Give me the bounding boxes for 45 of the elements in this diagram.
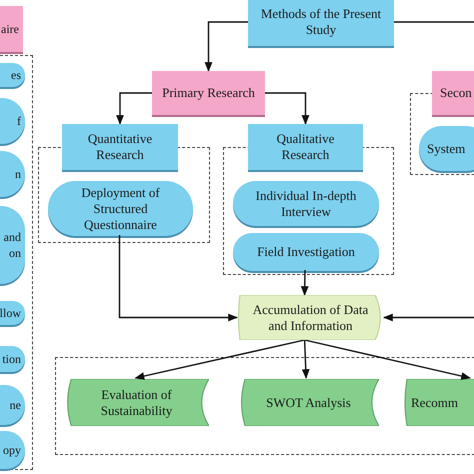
node-text: tion [2,351,21,367]
node-text: Evaluation of Sustainability [100,386,174,418]
node-text: System [427,140,466,156]
outcome-shape [238,379,379,426]
arrow [304,339,471,380]
rounded-box [233,181,379,226]
node-text: Secon [440,85,472,101]
node-text: Accumulation of Data and Information [252,302,370,334]
arrow [300,270,309,296]
arrow [118,235,238,322]
arrow [134,339,305,380]
node-text: f [17,113,21,129]
node-text: Methods of the Present Study [260,6,382,38]
node-text: Recomm [411,394,458,410]
node-text: n [15,166,21,182]
node-text: Field Investigation [257,244,355,260]
rounded-box [419,126,474,171]
node-text: Primary Research [162,85,255,101]
arrow [302,340,310,379]
rounded-box [48,181,193,236]
node-text: opy [3,442,21,458]
process-box [62,124,178,170]
node-text: Quantitative Research [86,131,154,163]
node-text: aire [1,21,19,37]
category-box [432,71,474,115]
dashed-group [55,357,474,455]
category-box [152,71,265,115]
arrow [116,92,152,125]
node-text: Individual In-depth Interview [254,188,358,220]
node-text: Qualitative Research [276,131,336,163]
node-text: es [11,67,21,83]
outcome-shape [64,379,209,426]
node-text: SWOT Analysis [266,394,351,410]
outcome-shape [403,379,474,426]
arrow [383,314,474,322]
rounded-box [233,233,379,271]
arrow [204,21,248,72]
node-text: ne [10,397,21,413]
node-text: Deployment of Structured Questionnaire [80,184,161,232]
process-box [248,0,394,46]
process-shape [237,295,384,340]
process-box [248,124,363,170]
node-text: llow [0,305,21,321]
arrow [265,92,310,125]
node-text: and on [2,229,21,261]
